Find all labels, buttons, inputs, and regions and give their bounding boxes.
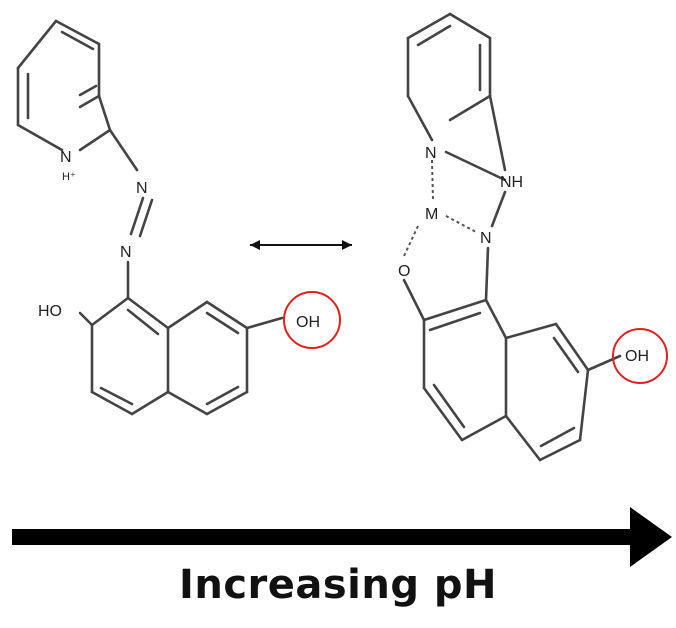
left-azo-n2-label: N xyxy=(120,244,132,261)
right-top-ring xyxy=(406,12,492,142)
right-hydroxyl-label: OH xyxy=(625,348,649,365)
left-azo-linkage xyxy=(108,128,154,300)
right-chelate-ring xyxy=(402,94,507,322)
left-naphthalene xyxy=(78,296,284,416)
left-azo-n1-label: N xyxy=(136,180,148,197)
ph-arrow xyxy=(12,507,672,567)
left-ring-n-charge-label: H⁺ xyxy=(62,171,76,183)
right-structure: N NH M N O OH xyxy=(398,12,668,462)
left-hydroxyl-highlight-circle xyxy=(283,291,341,349)
left-hydroxyl-a-label: HO xyxy=(38,303,62,320)
right-ring-n-label: N xyxy=(425,145,437,162)
increasing-ph-caption: Increasing pH xyxy=(178,562,498,608)
right-hydroxyl-highlight-circle xyxy=(612,328,668,384)
right-oxygen-label: O xyxy=(398,263,410,280)
resonance-arrow xyxy=(250,240,352,250)
left-ring-n-label: N xyxy=(60,149,72,166)
right-naphthalene xyxy=(422,298,622,462)
left-structure: N H⁺ N N HO OH xyxy=(16,19,341,416)
left-hydroxyl-b-label: OH xyxy=(296,314,320,331)
right-metal-label: M xyxy=(425,206,438,223)
left-pyridine-ring xyxy=(16,19,112,152)
right-nh-label: NH xyxy=(500,174,523,191)
right-azo-n-label: N xyxy=(480,230,492,247)
